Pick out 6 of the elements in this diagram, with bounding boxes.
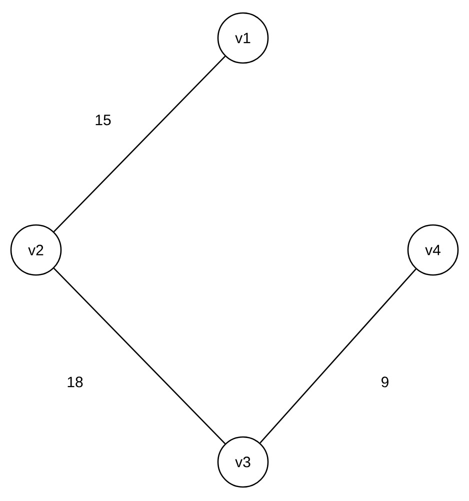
edge-line — [53, 56, 226, 232]
edge-line — [53, 268, 226, 444]
edge-line — [260, 268, 416, 444]
edge-label: 18 — [66, 376, 84, 388]
edge-label: 15 — [94, 114, 112, 126]
edge-label: 9 — [380, 376, 390, 388]
